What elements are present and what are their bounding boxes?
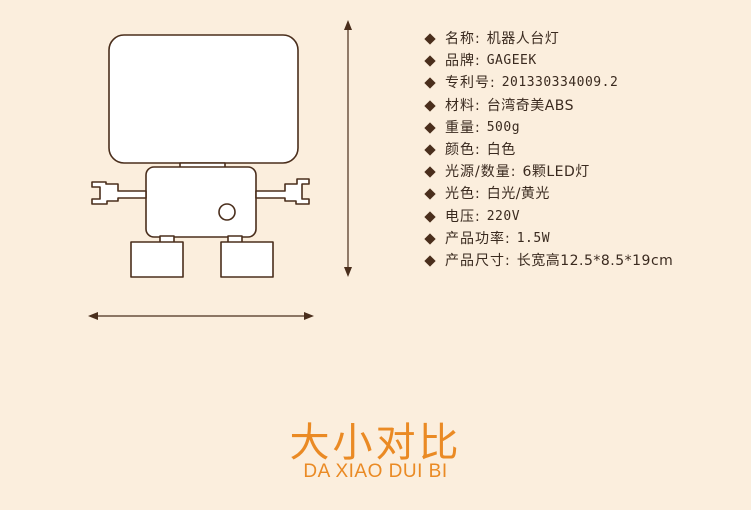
robot-left-arm <box>91 181 147 205</box>
diamond-bullet-icon <box>424 122 436 134</box>
diamond-bullet-icon <box>424 255 436 267</box>
spec-label: 产品尺寸: <box>445 252 511 269</box>
spec-label: 光源/数量: <box>445 164 517 181</box>
spec-value: 220V <box>486 208 521 224</box>
robot-right-foot <box>220 241 274 278</box>
spec-value: 白色 <box>486 142 516 159</box>
robot-button <box>218 203 236 221</box>
spec-row: 专利号: 201330334009.2 <box>424 72 673 94</box>
diamond-bullet-icon <box>424 166 436 178</box>
diamond-bullet-icon <box>424 210 436 223</box>
width-dimension-line <box>88 312 314 320</box>
spec-row: 颜色: 白色 <box>424 139 673 161</box>
spec-label: 重量: <box>445 119 481 136</box>
diamond-bullet-icon <box>424 33 436 45</box>
diamond-bullet-icon <box>424 144 436 156</box>
spec-label: 品牌: <box>445 53 481 70</box>
spec-row: 电压: 220V <box>424 206 673 228</box>
height-dimension-line <box>344 20 352 277</box>
section-title: 大小对比 <box>289 420 462 466</box>
spec-row: 光源/数量: 6颗LED灯 <box>424 161 673 183</box>
spec-row: 材料: 台湾奇美ABS <box>424 95 673 117</box>
robot-right-arm <box>255 178 310 205</box>
spec-value: 1.5W <box>516 230 551 246</box>
diamond-bullet-icon <box>424 188 436 201</box>
spec-label: 材料: <box>445 97 481 114</box>
spec-label: 电压: <box>445 208 481 225</box>
spec-value: 台湾奇美ABS <box>486 97 575 114</box>
spec-list: 名称: 机器人台灯 品牌: GAGEEK 专利号: 201330334009.2 材料… <box>424 28 673 272</box>
spec-row: 名称: 机器人台灯 <box>424 28 673 50</box>
diamond-bullet-icon <box>424 99 436 112</box>
diamond-bullet-icon <box>424 55 436 67</box>
spec-value: 白光/黄光 <box>486 186 550 203</box>
spec-value: 机器人台灯 <box>486 31 560 48</box>
robot-left-foot <box>130 241 184 278</box>
robot-head <box>108 34 299 164</box>
spec-label: 名称: <box>445 31 481 48</box>
spec-value: 201330334009.2 <box>501 75 619 91</box>
section-subtitle: DA XIAO DUI BI <box>303 461 448 482</box>
diamond-bullet-icon <box>424 233 436 245</box>
spec-label: 颜色: <box>445 142 481 159</box>
spec-row: 产品尺寸: 长宽高12.5*8.5*19cm <box>424 250 673 272</box>
robot-body <box>145 166 257 238</box>
spec-value: 6颗LED灯 <box>522 164 590 181</box>
spec-row: 产品功率: 1.5W <box>424 228 673 250</box>
diamond-bullet-icon <box>424 77 436 90</box>
spec-value: 500g <box>486 119 521 135</box>
spec-label: 光色: <box>445 186 481 203</box>
spec-label: 产品功率: <box>445 230 511 247</box>
spec-row: 光色: 白光/黄光 <box>424 183 673 205</box>
spec-label: 专利号: <box>445 75 496 92</box>
spec-row: 品牌: GAGEEK <box>424 50 673 72</box>
spec-value: 长宽高12.5*8.5*19cm <box>516 252 674 269</box>
spec-row: 重量: 500g <box>424 117 673 139</box>
spec-value: GAGEEK <box>486 53 537 69</box>
